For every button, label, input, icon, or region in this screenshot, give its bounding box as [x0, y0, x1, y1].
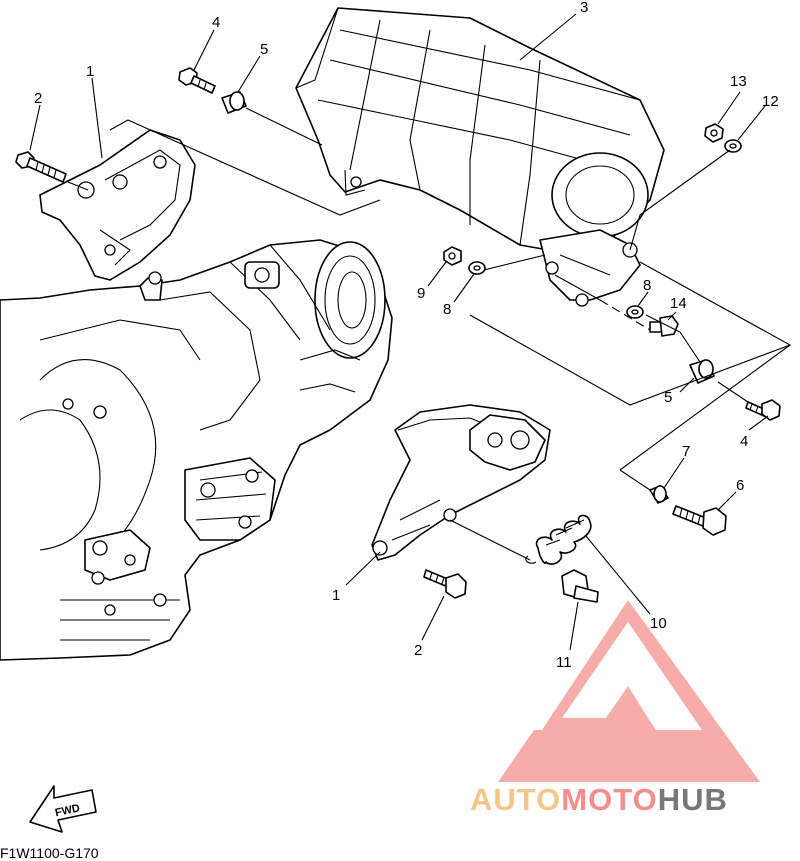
part-3-cover	[295, 7, 665, 307]
callout-11: 11	[556, 654, 572, 671]
engine-block	[0, 239, 393, 661]
part-5-upper-collar	[221, 91, 247, 114]
part-8-washer-right	[626, 305, 644, 319]
callout-8-right: 8	[643, 277, 651, 294]
part-12-washer	[724, 139, 742, 153]
callout-6: 6	[736, 477, 744, 494]
callout-1-upper: 1	[86, 63, 94, 80]
watermark-moto: MOTO	[561, 782, 657, 817]
part-7-collar	[649, 485, 669, 504]
part-9-nut	[443, 246, 462, 266]
callouts: 1 1 2 2 3 4 4 5 5 6 7 8 8 9 10 11 12 13 …	[34, 0, 779, 671]
diagram-code: F1W1100-G170	[0, 845, 99, 861]
watermark-text: AUTOMOTOHUB	[470, 782, 728, 817]
part-5-lower-collar	[689, 359, 715, 384]
part-13-nut	[704, 123, 724, 143]
callout-5-lower: 5	[664, 389, 672, 406]
fwd-label: FWD	[54, 802, 81, 819]
part-1-lower-bracket	[371, 404, 551, 561]
callout-14: 14	[670, 295, 687, 312]
callout-8-left: 8	[443, 301, 451, 318]
callout-10: 10	[650, 615, 667, 632]
callout-4-lower: 4	[740, 433, 748, 450]
callout-5-upper: 5	[260, 41, 268, 58]
assembly-lines	[67, 107, 792, 561]
callout-13: 13	[730, 73, 747, 90]
svg-text:AUTOMOTOHUB: AUTOMOTOHUB	[470, 782, 728, 817]
callout-7: 7	[682, 443, 690, 460]
callout-1-lower: 1	[332, 587, 340, 604]
part-11-screw	[561, 569, 599, 603]
part-2-lower-bolt	[423, 569, 467, 599]
part-4-upper-bolt	[178, 67, 216, 94]
part-1-upper-bracket	[39, 129, 196, 281]
part-8-washer-left	[468, 261, 486, 275]
watermark-triangle-icon	[498, 600, 760, 782]
callout-12: 12	[762, 93, 779, 110]
callout-9: 9	[417, 285, 425, 302]
watermark-hub: HUB	[658, 782, 728, 817]
part-6-bolt	[672, 505, 727, 536]
callout-leaders	[29, 13, 769, 651]
fwd-arrow-icon: FWD	[29, 785, 97, 833]
callout-4-upper: 4	[212, 14, 220, 31]
part-4-lower-bolt	[745, 399, 781, 421]
callout-2-upper: 2	[34, 90, 42, 107]
callout-3: 3	[580, 0, 588, 16]
part-2-upper-bolt	[15, 151, 67, 183]
callout-2-lower: 2	[414, 642, 422, 659]
part-10-spring	[525, 514, 592, 565]
watermark-auto: AUTO	[470, 782, 561, 817]
watermark-logo	[498, 600, 760, 782]
